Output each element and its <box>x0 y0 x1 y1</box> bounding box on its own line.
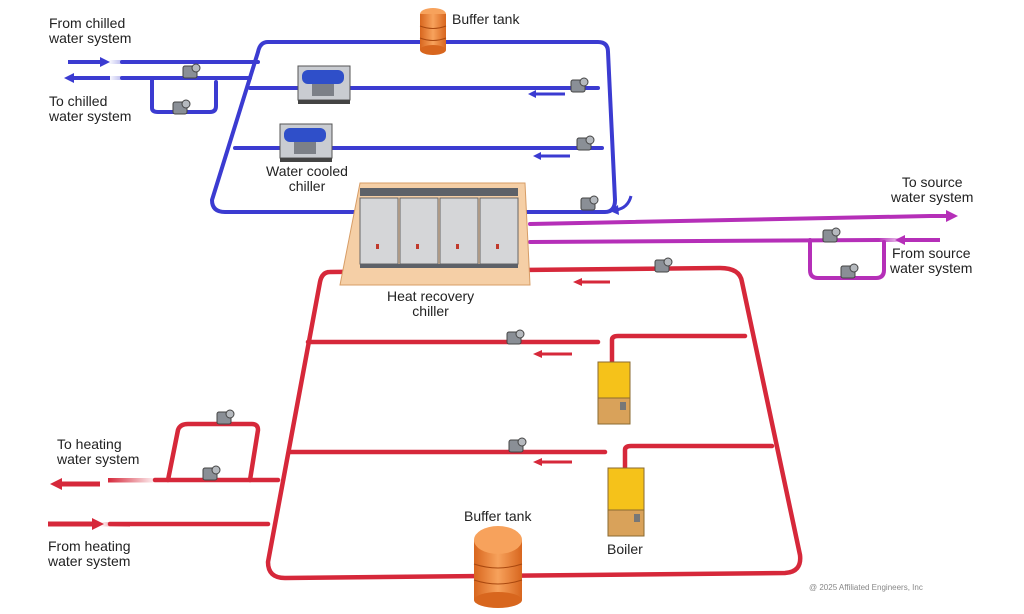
water-cooled-chiller-1 <box>297 65 351 104</box>
label-from-source-water: From source water system <box>890 245 973 276</box>
from-source-arrow <box>895 235 905 245</box>
label-to-chilled-water: To chilled water system <box>49 93 132 124</box>
label-boiler: Boiler <box>607 541 643 557</box>
label-to-source-water: To source water system <box>891 174 974 205</box>
label-from-heating-water: From heating water system <box>48 538 131 569</box>
source-pumps <box>822 227 859 279</box>
label-buffer-tank-bottom: Buffer tank <box>464 508 532 524</box>
label-water-cooled-chiller: Water cooled chiller <box>266 163 348 194</box>
boiler-2 <box>607 467 645 537</box>
water-cooled-chiller-2 <box>279 123 333 162</box>
label-buffer-tank-top: Buffer tank <box>452 11 520 27</box>
buffer-tank-top-icon <box>419 8 447 55</box>
chilled-flow-arrows <box>64 57 633 215</box>
label-to-heating-water: To heating water system <box>57 436 140 467</box>
buffer-tank-bottom-icon <box>473 526 523 608</box>
boiler-1 <box>597 361 631 425</box>
to-source-arrow <box>946 210 958 222</box>
heating-pumps <box>202 257 673 481</box>
label-from-chilled-water: From chilled water system <box>49 15 132 46</box>
copyright-notice: @ 2025 Affiliated Engineers, Inc <box>809 583 923 592</box>
heating-water-piping <box>107 265 803 581</box>
chilled-pumps <box>172 63 599 211</box>
heating-flow-arrows <box>48 278 610 530</box>
label-heat-recovery-chiller: Heat recovery chiller <box>387 288 475 319</box>
heat-recovery-chiller <box>339 182 531 286</box>
